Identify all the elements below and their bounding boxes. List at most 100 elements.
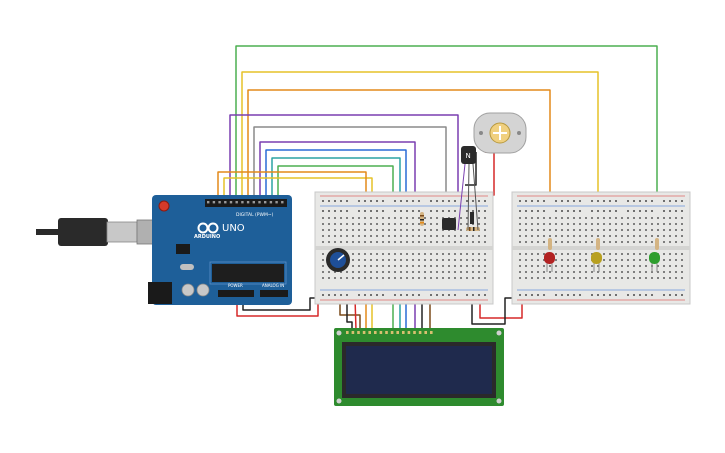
wire-orange-led[interactable] — [247, 89, 551, 245]
breadboard-hole — [639, 265, 641, 267]
breadboard-hole — [394, 223, 396, 225]
resistor-transistor-base[interactable] — [420, 212, 424, 226]
breadboard-hole — [675, 265, 677, 267]
wire-black-lcd[interactable] — [346, 290, 353, 330]
breadboard-hole — [585, 253, 587, 255]
breadboard-hole — [376, 277, 378, 279]
wire-gray[interactable] — [253, 126, 447, 220]
lcd-pin[interactable] — [368, 331, 371, 334]
transistor-on-board[interactable] — [442, 218, 456, 230]
reset-button[interactable] — [158, 200, 170, 212]
yellow-led[interactable] — [591, 238, 602, 272]
lcd-pin[interactable] — [374, 331, 377, 334]
digital-pin[interactable] — [212, 201, 216, 204]
lcd-pin[interactable] — [385, 331, 388, 334]
breadboard-hole — [406, 277, 408, 279]
breadboard-hole — [364, 241, 366, 243]
breadboard-hole — [412, 253, 414, 255]
breadboard-hole — [675, 271, 677, 273]
lcd-pin[interactable] — [424, 331, 427, 334]
breadboard-hole — [436, 229, 438, 231]
yellow-led-resistor — [596, 238, 600, 250]
lcd-pin[interactable] — [407, 331, 411, 334]
dc-motor[interactable] — [473, 112, 527, 154]
digital-pin[interactable] — [229, 201, 233, 204]
breadboard-hole — [591, 200, 593, 202]
lcd-pin[interactable] — [402, 331, 405, 334]
lcd-pin[interactable] — [413, 331, 416, 334]
breadboard-right[interactable] — [511, 191, 691, 305]
green-led[interactable] — [649, 238, 660, 272]
digital-pin[interactable] — [281, 201, 284, 204]
breadboard-hole — [519, 210, 521, 212]
breadboard-hole — [358, 271, 360, 273]
lcd-pin[interactable] — [346, 331, 349, 334]
breadboard-hole — [322, 235, 324, 237]
analog-header[interactable] — [260, 290, 288, 297]
breadboard-hole — [364, 259, 366, 261]
lcd-16x2[interactable] — [334, 328, 504, 406]
breadboard-hole — [436, 200, 438, 202]
breadboard-hole — [478, 223, 480, 225]
resistor-2[interactable] — [466, 227, 480, 231]
breadboard-hole — [358, 223, 360, 225]
breadboard-hole — [484, 271, 486, 273]
lcd-pin[interactable] — [430, 331, 433, 334]
breadboard-hole — [364, 210, 366, 212]
small-chip — [176, 244, 190, 254]
digital-pin[interactable] — [264, 201, 267, 204]
breadboard-left[interactable] — [314, 191, 494, 305]
diode[interactable] — [470, 212, 474, 224]
breadboard-hole — [579, 241, 581, 243]
lcd-pin[interactable] — [362, 331, 366, 334]
digital-header[interactable] — [205, 199, 287, 207]
digital-pin[interactable] — [269, 201, 273, 204]
digital-pin[interactable] — [207, 201, 210, 204]
breadboard-right-holes — [519, 200, 683, 296]
breadboard-hole — [519, 253, 521, 255]
breadboard-hole — [633, 235, 635, 237]
lcd-pin[interactable] — [390, 331, 394, 334]
wire-black-rail-bridge[interactable] — [471, 297, 515, 325]
wire-purple-transistor[interactable] — [229, 114, 459, 230]
lcd-pin[interactable] — [351, 331, 355, 334]
potentiometer[interactable] — [326, 248, 350, 272]
digital-pin[interactable] — [258, 201, 261, 204]
power-header[interactable] — [218, 290, 254, 297]
transistor[interactable]: N — [457, 146, 479, 231]
breadboard-hole — [376, 253, 378, 255]
wire-red-rail-bridge[interactable] — [479, 296, 523, 319]
digital-pin[interactable] — [235, 201, 238, 204]
breadboard-hole — [657, 229, 659, 231]
breadboard-hole — [525, 229, 527, 231]
digital-pin[interactable] — [275, 201, 278, 204]
breadboard-hole — [388, 259, 390, 261]
lcd-pin[interactable] — [418, 331, 422, 334]
transistor-leg-2 — [467, 163, 470, 231]
digital-pin[interactable] — [241, 201, 244, 204]
lcd-pin[interactable] — [379, 331, 383, 334]
breadboard-hole — [376, 210, 378, 212]
arduino-uno[interactable]: DIGITAL (PWM~) ARDUINO UNO POWER ANALOG … — [148, 195, 292, 305]
red-led[interactable] — [544, 238, 555, 272]
digital-pin[interactable] — [218, 201, 221, 204]
breadboard-hole — [478, 277, 480, 279]
breadboard-hole — [561, 210, 563, 212]
digital-pin[interactable] — [224, 201, 227, 204]
lcd-pin[interactable] — [357, 331, 360, 334]
breadboard-hole — [400, 235, 402, 237]
breadboard-hole — [442, 241, 444, 243]
breadboard-hole — [418, 259, 420, 261]
lcd-pin[interactable] — [396, 331, 399, 334]
breadboard-hole — [645, 253, 647, 255]
breadboard-hole — [478, 210, 480, 212]
digital-pin[interactable] — [246, 201, 250, 204]
breadboard-hole — [346, 223, 348, 225]
breadboard-hole — [681, 217, 683, 219]
wire-yellow-led[interactable] — [241, 71, 599, 248]
breadboard-hole — [585, 229, 587, 231]
breadboard-hole — [418, 217, 420, 219]
digital-pin[interactable] — [252, 201, 255, 204]
wire-green-led[interactable] — [235, 45, 658, 255]
breadboard-hole — [579, 294, 581, 296]
